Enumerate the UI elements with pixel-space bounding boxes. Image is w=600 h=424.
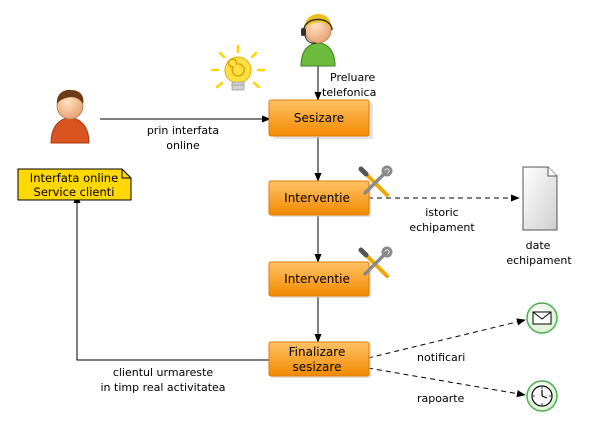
event-rapoarte[interactable] xyxy=(526,380,558,412)
task-finalizare-sesizare[interactable]: Finalizare sesizare xyxy=(268,341,371,378)
note-label-line1: Interfata online xyxy=(30,171,118,185)
document-label-line1: date xyxy=(526,239,551,252)
task-sesizare-label: Sesizare xyxy=(294,111,344,125)
tools-wrench-screwdriver-icon xyxy=(358,165,393,197)
document-label-line2: echipament xyxy=(506,254,572,267)
edge-labels: Preluare telefonica prin interfata onlin… xyxy=(100,71,475,405)
clock-timer-icon xyxy=(531,385,553,407)
edges xyxy=(73,66,526,398)
lightbulb-idea-icon xyxy=(210,44,266,91)
tools-wrench-screwdriver-icon xyxy=(358,246,393,278)
label-clientul-line2: in timp real activitatea xyxy=(100,381,225,394)
edge-finalizare-to-note xyxy=(73,194,270,361)
label-prin-interfata-line2: online xyxy=(166,139,200,152)
label-prin-interfata-line1: prin interfata xyxy=(147,124,219,137)
task-sesizare[interactable]: Sesizare xyxy=(268,99,373,139)
label-preluare-line2: telefonica xyxy=(322,86,376,99)
call-operator-headset-icon xyxy=(300,14,336,67)
data-object-date-echipament[interactable]: date echipament xyxy=(506,166,572,267)
task-finalizare-label-line1: Finalizare xyxy=(289,345,346,359)
note-interfata-online[interactable]: Interfata online Service clienti xyxy=(17,168,132,201)
label-istoric-line2: echipament xyxy=(409,221,475,234)
note-label-line2: Service clienti xyxy=(34,185,115,199)
task-interventie-2[interactable]: Interventie xyxy=(268,261,371,298)
label-istoric-line1: istoric xyxy=(425,206,458,219)
event-notificari[interactable] xyxy=(526,302,558,334)
task-finalizare-label-line2: sesizare xyxy=(293,360,342,374)
task-interventie-1-label: Interventie xyxy=(284,191,350,205)
task-interventie-2-label: Interventie xyxy=(284,272,350,286)
label-notificari: notificari xyxy=(417,351,465,364)
label-rapoarte: rapoarte xyxy=(417,392,465,405)
edge-finalizare-to-timer-event xyxy=(367,367,526,398)
label-clientul-line1: clientul urmareste xyxy=(113,366,214,379)
customer-person-icon xyxy=(50,89,90,144)
envelope-message-icon xyxy=(532,311,552,325)
document-icon xyxy=(522,166,558,231)
task-interventie-1[interactable]: Interventie xyxy=(268,180,371,217)
label-preluare-line1: Preluare xyxy=(330,71,376,84)
